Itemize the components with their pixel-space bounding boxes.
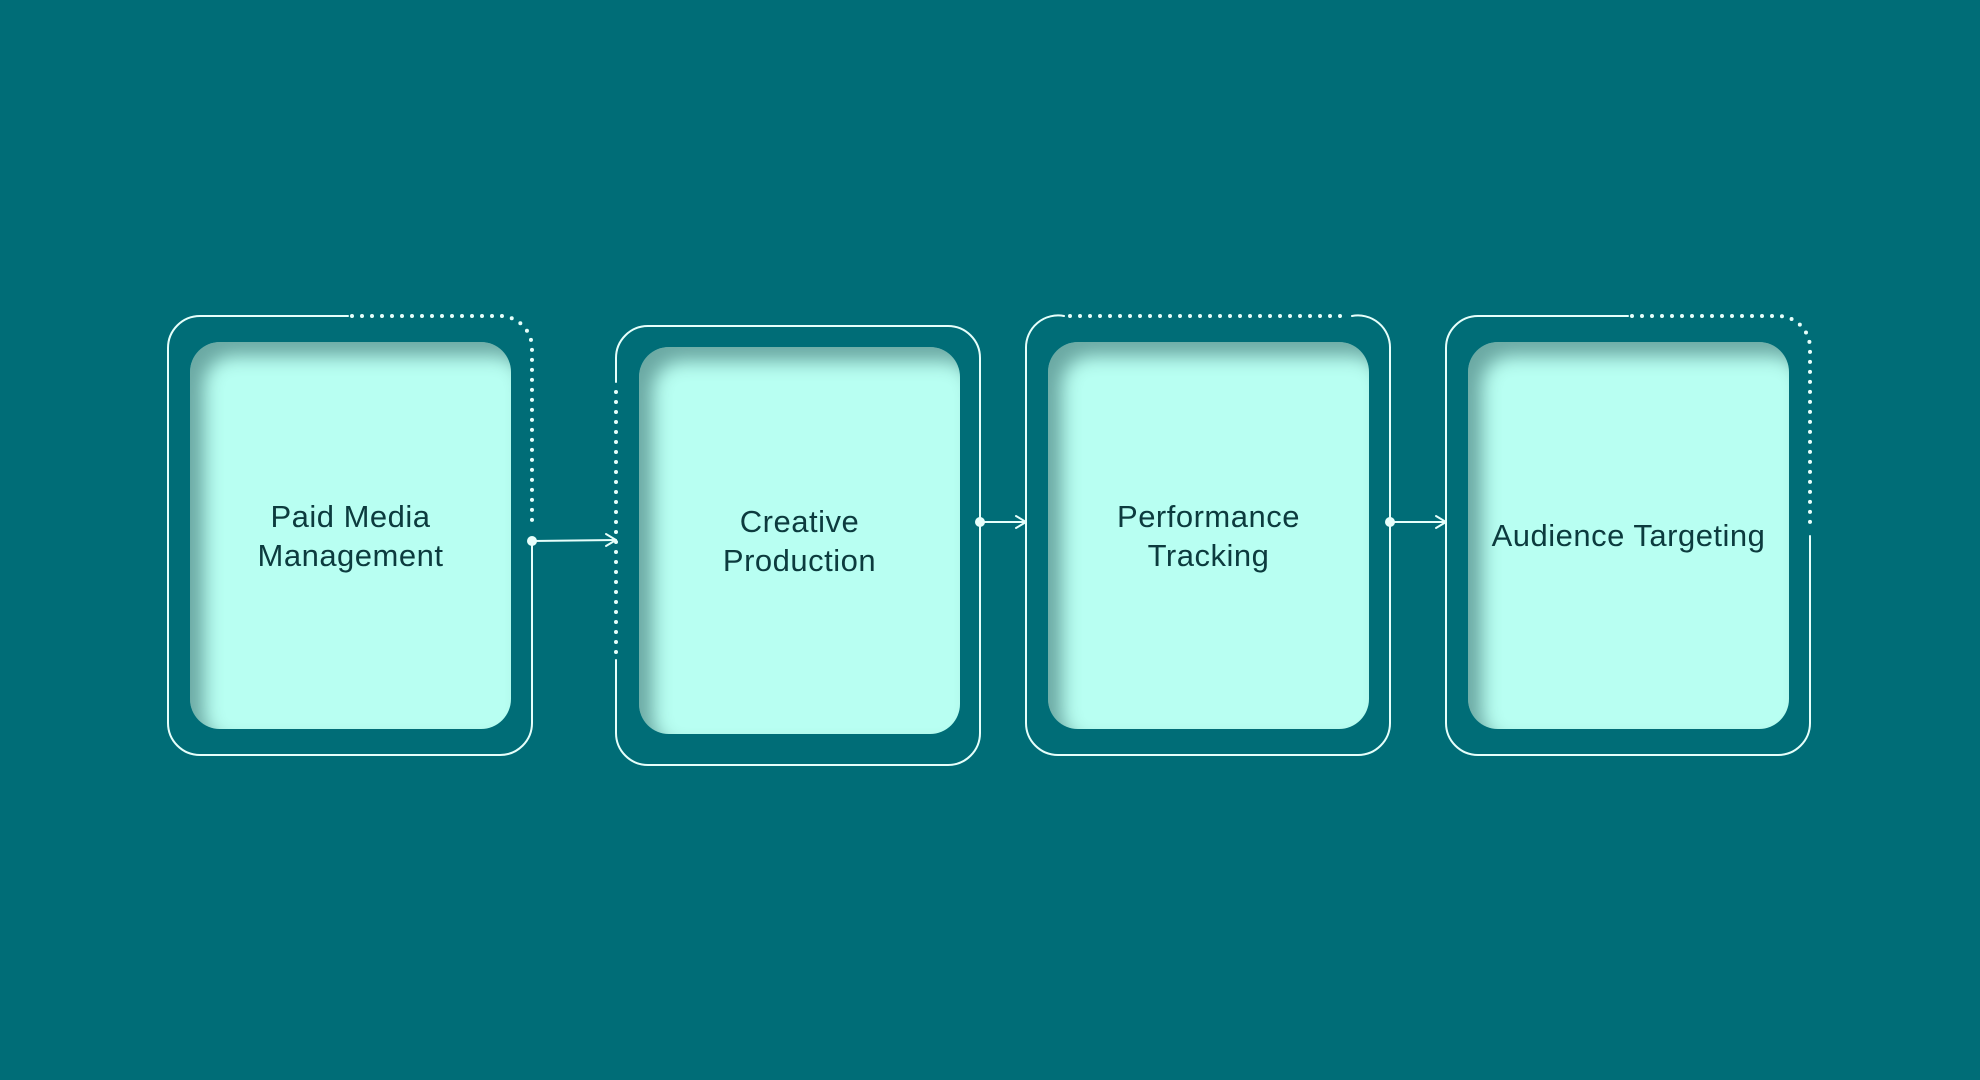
step-card-creative-production: Creative Production — [639, 347, 960, 734]
step-label-paid-media-management: Paid Media Management — [258, 497, 444, 575]
frame-dotted-accent-4 — [1630, 314, 1812, 528]
step-label-line: Management — [257, 537, 444, 573]
step-card-audience-targeting: Audience Targeting — [1468, 342, 1789, 729]
step-label-line: Production — [722, 542, 877, 578]
step-label-line: Paid Media — [270, 498, 431, 534]
step-label-creative-production: Creative Production — [723, 502, 876, 580]
connector-2-arrow-right-icon — [979, 515, 1027, 529]
frame-dotted-accent-1 — [350, 314, 534, 527]
frame-outline-4 — [1445, 315, 1811, 756]
step-label-line: Audience Targeting — [1491, 518, 1766, 553]
step-label-line: Creative — [739, 503, 860, 539]
connector-3-start-dot — [1385, 517, 1395, 527]
connector-1-arrow-right-icon — [531, 533, 617, 547]
frame-outline-3 — [1024, 314, 1392, 756]
step-label-audience-targeting: Audience Targeting — [1492, 516, 1766, 555]
step-label-performance-tracking: Performance Tracking — [1117, 497, 1300, 575]
frame-outline-2 — [615, 325, 981, 766]
step-card-performance-tracking: Performance Tracking — [1048, 342, 1369, 729]
frame-outline-1 — [167, 315, 533, 756]
step-label-line: Performance — [1117, 498, 1300, 534]
step-card-paid-media-management: Paid Media Management — [190, 342, 511, 729]
connector-2-start-dot — [975, 517, 985, 527]
connector-3-arrow-right-icon — [1389, 515, 1447, 529]
connector-1-start-dot — [527, 536, 537, 546]
step-label-line: Tracking — [1147, 537, 1270, 573]
